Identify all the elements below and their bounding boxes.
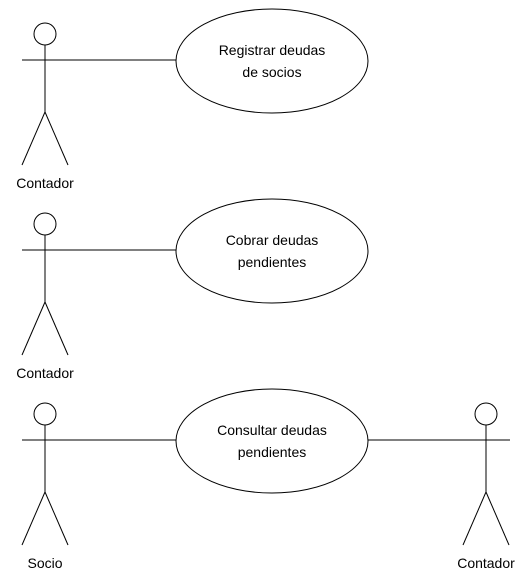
use-case-ellipse bbox=[175, 198, 369, 304]
use-case-consultar-deudas[interactable]: Consultar deudas pendientes bbox=[175, 388, 369, 494]
actor-left-leg bbox=[21, 491, 46, 546]
use-case-label-line-1: Consultar deudas bbox=[217, 422, 327, 438]
actor-left-leg bbox=[462, 491, 487, 546]
actor-head bbox=[474, 402, 498, 426]
use-case-label-line-2: pendientes bbox=[238, 254, 307, 270]
use-case-registrar-deudas[interactable]: Registrar deudas de socios bbox=[175, 8, 369, 114]
use-case-ellipse bbox=[175, 8, 369, 114]
actor-right-leg bbox=[44, 491, 69, 546]
actor-left-leg bbox=[21, 111, 46, 166]
actor-label: Socio bbox=[27, 555, 62, 571]
actor-right-leg bbox=[44, 301, 69, 356]
actor-head bbox=[33, 22, 57, 46]
use-case-label-line-1: Registrar deudas bbox=[219, 42, 326, 58]
actor-contador-2[interactable]: Contador bbox=[16, 212, 74, 381]
use-case-label-line-1: Cobrar deudas bbox=[226, 232, 319, 248]
actor-socio[interactable]: Socio bbox=[21, 402, 69, 571]
use-case-label-line-2: pendientes bbox=[238, 444, 307, 460]
actor-contador-3[interactable]: Contador bbox=[457, 402, 515, 571]
actor-label: Contador bbox=[16, 365, 74, 381]
actor-right-leg bbox=[44, 111, 69, 166]
actor-head bbox=[33, 402, 57, 426]
actor-label: Contador bbox=[16, 175, 74, 191]
actor-label: Contador bbox=[457, 555, 515, 571]
actor-contador-1[interactable]: Contador bbox=[16, 22, 74, 191]
use-case-ellipse bbox=[175, 388, 369, 494]
use-case-cobrar-deudas[interactable]: Cobrar deudas pendientes bbox=[175, 198, 369, 304]
actor-left-leg bbox=[21, 301, 46, 356]
associations bbox=[68, 59, 462, 441]
actor-head bbox=[33, 212, 57, 236]
actor-right-leg bbox=[485, 491, 510, 546]
use-case-label-line-2: de socios bbox=[242, 64, 301, 80]
